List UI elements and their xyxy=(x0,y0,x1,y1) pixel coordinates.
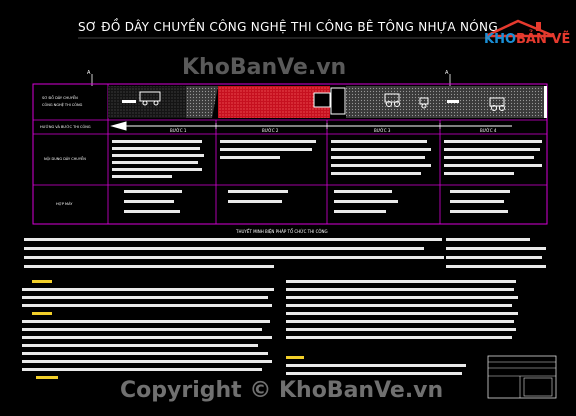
asphalt-paver-icon xyxy=(313,87,346,115)
step-2-header: BƯỚC 2 xyxy=(262,128,279,133)
tack-coat-zone xyxy=(186,86,218,118)
watermark-bottom: Copyright © KhoBanVe.vn xyxy=(120,378,444,403)
watermark-top: KhoBanVe.vn xyxy=(182,55,347,80)
row-label-direction: HƯỚNG VÀ BƯỚC THI CÔNG xyxy=(40,125,91,129)
drawing-title: SƠ ĐỒ DÂY CHUYỀN CÔNG NGHỆ THI CÔNG BÊ T… xyxy=(78,20,498,34)
row-label-content: NỘI DUNG DÂY CHUYỀN xyxy=(44,157,86,161)
step-4-header: BƯỚC 4 xyxy=(480,128,497,133)
notes-title: THUYẾT MINH BIỆN PHÁP TỔ CHỨC THI CÔNG xyxy=(236,229,328,234)
direction-arrow xyxy=(110,121,512,131)
step-3-header: BƯỚC 3 xyxy=(374,128,391,133)
compacted-zone xyxy=(346,86,546,118)
roller-icon-3 xyxy=(489,97,505,111)
row-label-diagram-2: CÔNG NGHỆ THI CÔNG xyxy=(42,103,83,107)
house-icon xyxy=(485,19,555,38)
dump-truck-icon xyxy=(139,91,161,106)
row-label-diagram-1: SƠ ĐỒ DÂY CHUYỀN xyxy=(42,96,78,100)
logo-text: KHOBẢN VẼ xyxy=(484,32,571,47)
table-frame xyxy=(32,83,548,225)
section-mark-left: A xyxy=(87,70,91,76)
step-1-header: BƯỚC 1 xyxy=(170,128,187,133)
hot-asphalt-zone xyxy=(218,86,330,118)
title-block xyxy=(487,355,557,399)
section-mark-right: A xyxy=(445,70,449,76)
row-label-machines: HỢP MÁY xyxy=(56,202,73,206)
kho-ban-ve-logo: KHOBẢN VẼ xyxy=(478,18,570,54)
roller-icon-2 xyxy=(419,97,429,109)
roller-icon-1 xyxy=(384,93,400,107)
